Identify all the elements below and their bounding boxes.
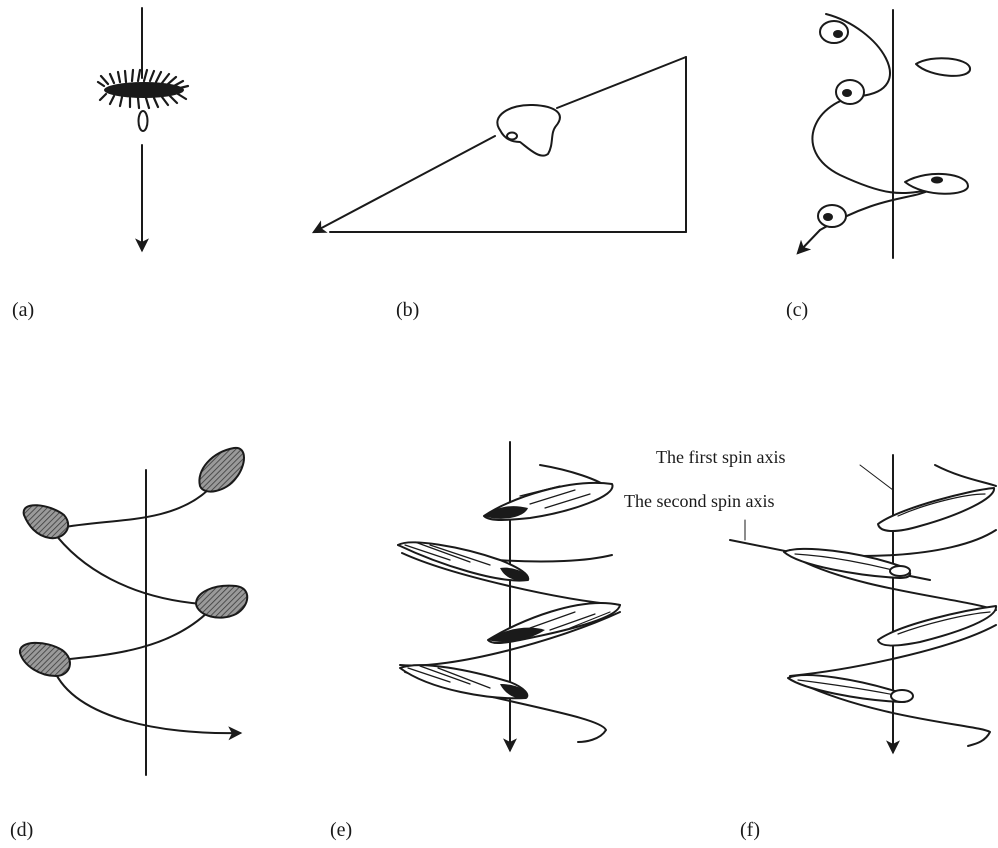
- helix-f-3: [789, 624, 997, 677]
- panel-b-drawing: [311, 56, 687, 234]
- panel-b-hypotenuse-upper: [556, 56, 687, 109]
- spin-path-d2: [51, 529, 203, 605]
- panel-c-arrow: [796, 229, 821, 255]
- samara-seed-d4: [19, 641, 71, 677]
- panel-label-f: (f): [740, 819, 760, 841]
- gliding-seed-kernel: [506, 131, 518, 141]
- helix-f-top: [934, 464, 997, 487]
- seed-body-icon: [137, 110, 149, 132]
- panel-e-drawing: [397, 441, 621, 753]
- samara-wing-f1: [877, 487, 995, 532]
- panel-label-d: (d): [10, 819, 34, 841]
- tumbling-wing-2: [904, 172, 969, 195]
- panel-d-drawing: [19, 446, 249, 776]
- panel-label-e: (e): [330, 819, 353, 841]
- panel-c-drawing: [796, 9, 971, 259]
- first-spin-axis-label: The first spin axis: [656, 447, 786, 467]
- helix-f-2: [799, 559, 997, 611]
- samara-seed-d3: [195, 584, 249, 619]
- second-spin-axis-label: The second spin axis: [624, 491, 775, 511]
- panel-b-glide-arrow: [311, 135, 496, 234]
- panel-label-a: (a): [12, 299, 35, 321]
- spin-arrow-d: [51, 664, 243, 741]
- panel-f-drawing: [729, 454, 997, 755]
- samara-seed-d1: [22, 504, 70, 540]
- first-axis-leader: [859, 464, 894, 491]
- helix-f-4: [799, 682, 991, 747]
- pappus-icon: [96, 68, 190, 110]
- gliding-seed-icon: [496, 103, 561, 157]
- spin-path-d1: [59, 489, 209, 529]
- samara-wing-e2: [397, 541, 530, 582]
- tumbling-path: [811, 13, 931, 231]
- spin-path-d3: [59, 609, 211, 661]
- panel-label-b: (b): [396, 299, 420, 321]
- samara-seed-d2: [198, 446, 245, 493]
- tumbling-wing-1: [915, 57, 971, 77]
- panel-a-drawing: [96, 7, 190, 253]
- panel-label-c: (c): [786, 299, 809, 321]
- samara-wing-f3: [877, 605, 997, 647]
